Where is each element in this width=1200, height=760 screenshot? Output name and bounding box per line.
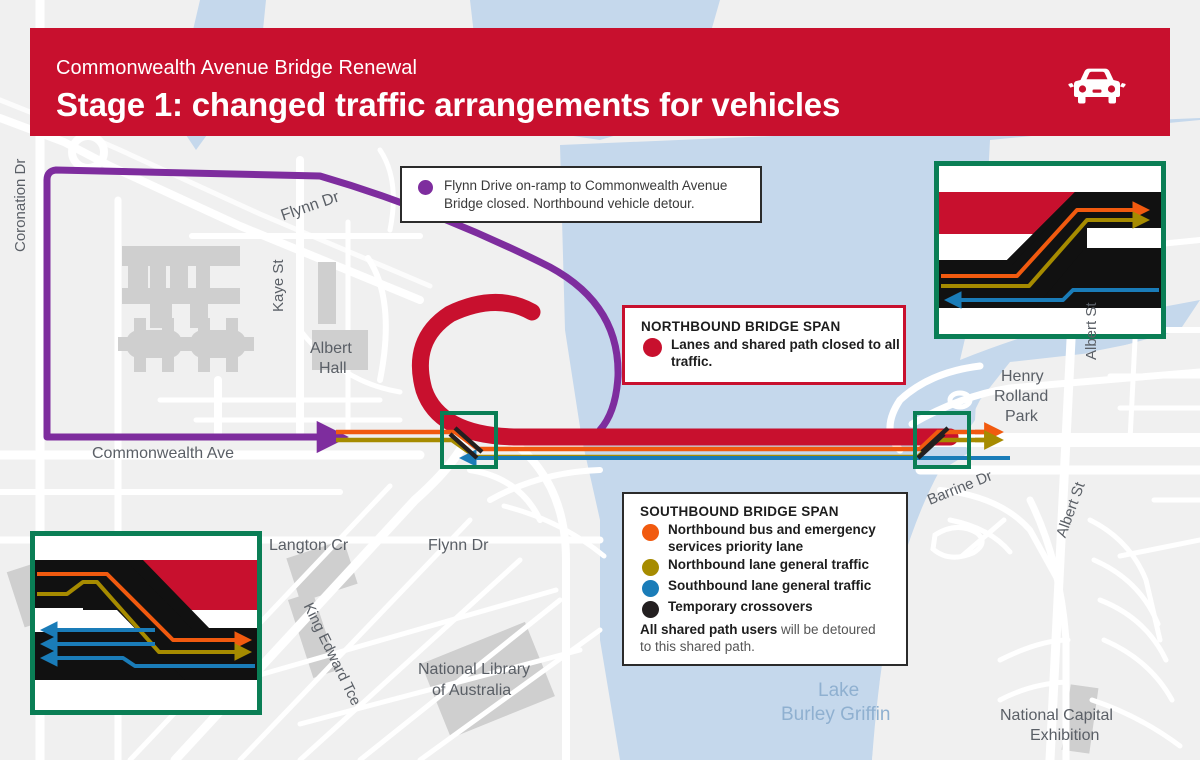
locator-frame-south-crossover [440,411,498,469]
callout-flynn-drive: Flynn Drive on-ramp to Commonwealth Aven… [400,166,762,223]
map-label-coronation-dr: Coronation Dr [12,158,29,252]
temporary-crossovers [448,426,950,460]
map-label-flynn-dr-south: Flynn Dr [428,537,489,554]
callout-flynn-dot [418,180,433,195]
locator-frame-north-crossover [913,411,971,469]
legend-item-crossover: Temporary crossovers [640,599,906,618]
legend-label-bus-lane: Northbound bus and emergency services pr… [668,522,876,554]
callout-flynn-text: Flynn Drive on-ramp to Commonwealth Aven… [444,178,728,211]
map-label-henry-rolland: Henry [1001,368,1044,385]
legend-southbound-title: SOUTHBOUND BRIDGE SPAN [640,504,839,519]
northern-crossover-detail [934,161,1166,339]
map-label-langton-cr: Langton Cr [269,537,349,554]
inset-south-sb-general-1 [51,656,255,668]
legend-label-nb-general: Northbound lane general traffic [668,557,870,572]
legend-dot-bus-lane [642,524,659,541]
inset-north-nb-general [941,218,1139,288]
legend-dot-closed [643,338,662,357]
map-label-albert-hall: Albert [310,340,352,357]
southern-crossover-detail [30,531,262,715]
legend-dot-nb-general [642,559,659,576]
map-label-national-library: National Library [418,661,531,678]
map-label-henry-rolland-3: Park [1005,408,1038,425]
legend-item-bus-lane: Northbound bus and emergency services pr… [640,522,906,555]
legend-dot-crossover [642,601,659,618]
header-banner: Commonwealth Avenue Bridge Renewal Stage… [30,28,1170,136]
legend-note-rest: will be detoured to this shared path. [640,622,876,654]
map-label-commonwealth-ave: Commonwealth Ave [92,445,234,462]
map-label-kaye-st: Kaye St [270,259,287,312]
map-label-albert-st-north: Albert St [1083,302,1100,360]
map-label-lake-burley-griffin-2: Burley Griffin [781,704,891,725]
legend-item-sb-general: Southbound lane general traffic [640,578,906,597]
legend-label-crossover: Temporary crossovers [668,599,813,614]
callout-northbound-bridge-span: NORTHBOUND BRIDGE SPAN Lanes and shared … [622,305,906,385]
header-title: Stage 1: changed traffic arrangements fo… [56,85,841,123]
header-subtitle: Commonwealth Avenue Bridge Renewal [56,56,418,79]
header-text-block: Commonwealth Avenue Bridge Renewal Stage… [56,55,840,124]
inset-south-nb-general [37,580,241,654]
legend-label-closed: Lanes and shared path closed to all traf… [671,337,900,369]
callout-northbound-title: NORTHBOUND BRIDGE SPAN [641,319,841,334]
inset-north-sb-general [955,288,1159,302]
legend-label-sb-general: Southbound lane general traffic [668,578,872,593]
northbound-vehicle-detour-route [43,166,622,441]
map-label-henry-rolland-2: Rolland [994,388,1049,405]
legend-note-bold: All shared path users [640,622,778,637]
map-label-national-capital: National Capital [1000,707,1113,724]
car-front-icon [1068,66,1126,113]
legend-dot-sb-general [642,580,659,597]
map-label-albert-hall-2: Hall [319,360,347,377]
legend-item-nb-general: Northbound lane general traffic [640,557,906,576]
inset-north-bus-lane [941,208,1139,278]
map-label-lake-burley-griffin: Lake [818,680,860,701]
inset-south-bus-lane [37,572,241,642]
map-label-national-library-2: of Australia [432,682,512,699]
map-label-national-capital-2: Exhibition [1030,727,1100,744]
closed-bridge-span-route [411,294,959,446]
legend-item: Lanes and shared path closed to all traf… [641,337,903,370]
legend-shared-path-note: All shared path users will be detoured t… [640,621,888,655]
legend-southbound-bridge-span: SOUTHBOUND BRIDGE SPAN Northbound bus an… [622,492,908,666]
